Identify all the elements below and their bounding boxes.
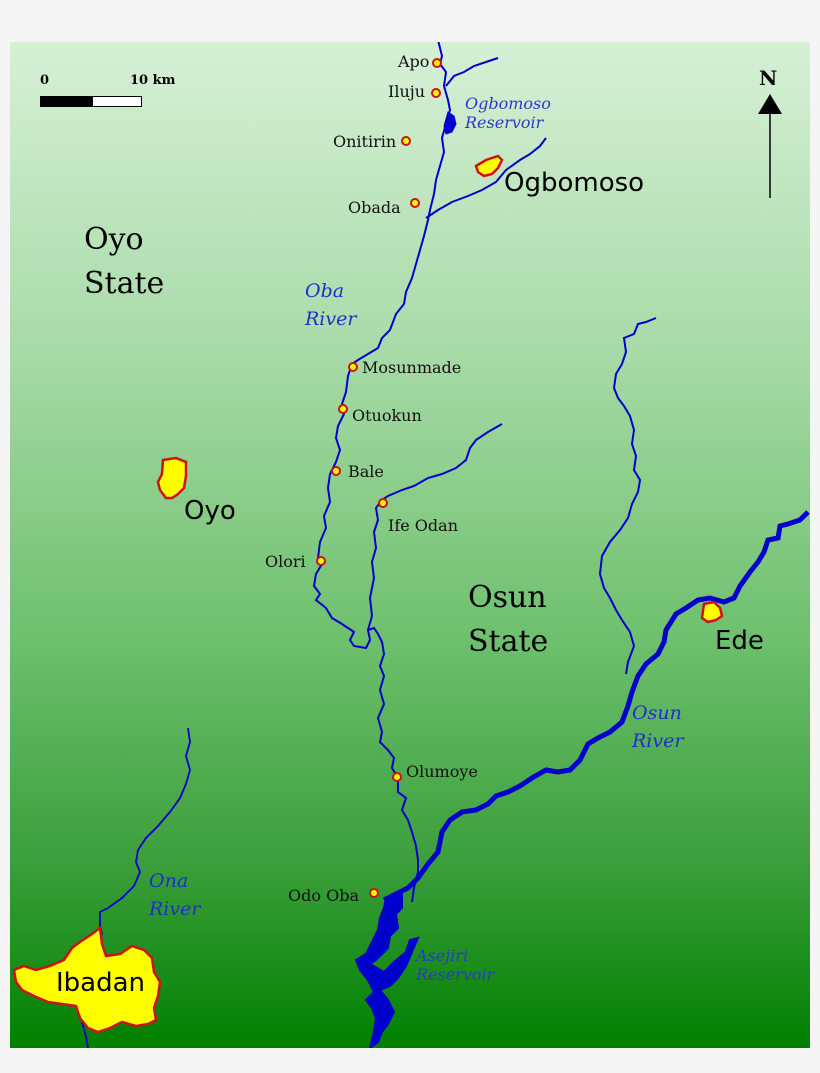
reservoir-label-line: Asejiri — [416, 946, 469, 965]
town-label-olori: Olori — [265, 552, 306, 571]
tributary — [445, 57, 499, 87]
town-label-onitirin: Onitirin — [333, 132, 397, 151]
scale-bar-fill — [41, 97, 93, 106]
state-label-line: State — [84, 265, 165, 301]
town-label-odo-oba: Odo Oba — [288, 886, 359, 905]
state-label-oyo: Oyo State — [84, 218, 164, 305]
city-label-oyo: Oyo — [184, 496, 236, 526]
reservoir-label-asejiri: Asejiri Reservoir — [416, 946, 494, 984]
city-label-ibadan: Ibadan — [56, 968, 146, 998]
asejiri-reservoir — [354, 892, 420, 1048]
reservoir-label-line: Reservoir — [465, 113, 544, 133]
town-marker-olori — [316, 556, 326, 566]
scale-bar-frame — [40, 96, 142, 107]
town-marker-obada — [410, 198, 420, 208]
town-label-bale: Bale — [348, 462, 384, 481]
scale-start-label: 0 — [40, 73, 50, 88]
reservoir-label-ogbomoso: Ogbomoso Reservoir — [465, 94, 551, 132]
river-label-line: River — [632, 729, 684, 752]
state-label-osun: Osun State — [468, 576, 548, 663]
town-label-mosunmade: Mosunmade — [362, 358, 462, 377]
town-marker-olumoye — [392, 772, 402, 782]
state-label-line: State — [468, 623, 549, 659]
river-label-line: River — [149, 897, 201, 920]
town-marker-apo — [432, 58, 442, 68]
ogbomoso-reservoir — [443, 111, 457, 135]
reservoir-label-line: Ogbomoso — [465, 94, 551, 113]
town-label-otuokun: Otuokun — [352, 406, 422, 425]
town-marker-ife-odan — [378, 498, 388, 508]
river-label-line: Osun — [632, 702, 682, 724]
river-label-line: Oba — [305, 280, 345, 302]
river-label-line: River — [305, 307, 357, 330]
north-label: N — [759, 66, 778, 90]
tributary — [367, 423, 503, 631]
scale-end-label: 10 km — [130, 73, 176, 88]
river-label-line: Ona — [149, 870, 189, 892]
tributary — [425, 137, 547, 219]
oyo-shape — [156, 456, 188, 500]
town-marker-mosunmade — [348, 362, 358, 372]
tributary — [598, 317, 657, 675]
town-label-ife-odan: Ife Odan — [388, 516, 458, 535]
state-label-line: Oyo — [84, 222, 144, 257]
river-label-osun: Osun River — [632, 700, 683, 755]
town-label-apo: Apo — [398, 52, 430, 71]
river-label-ona: Ona River — [149, 868, 200, 923]
town-marker-bale — [331, 466, 341, 476]
city-label-ogbomoso: Ogbomoso — [504, 168, 645, 198]
ibadan-shape — [12, 925, 162, 1034]
town-marker-otuokun — [338, 404, 348, 414]
river-label-oba: Oba River — [305, 278, 356, 333]
reservoir-label-line: Reservoir — [416, 965, 495, 985]
town-marker-onitirin — [401, 136, 411, 146]
north-arrow-icon — [758, 94, 782, 198]
osun-river — [382, 510, 810, 903]
town-label-iluju: Iluju — [388, 82, 426, 101]
map-canvas: 0 10 km N Oyo State Osun State Ogbomoso … — [10, 42, 810, 1048]
city-label-ede: Ede — [715, 626, 764, 656]
ogbomoso-shape — [474, 154, 504, 178]
ede-shape — [700, 600, 724, 624]
town-marker-odo-oba — [369, 888, 379, 898]
town-label-olumoye: Olumoye — [406, 762, 478, 781]
town-label-obada: Obada — [348, 198, 401, 217]
state-label-line: Osun — [468, 580, 547, 615]
town-marker-iluju — [431, 88, 441, 98]
map-features — [12, 42, 810, 1048]
